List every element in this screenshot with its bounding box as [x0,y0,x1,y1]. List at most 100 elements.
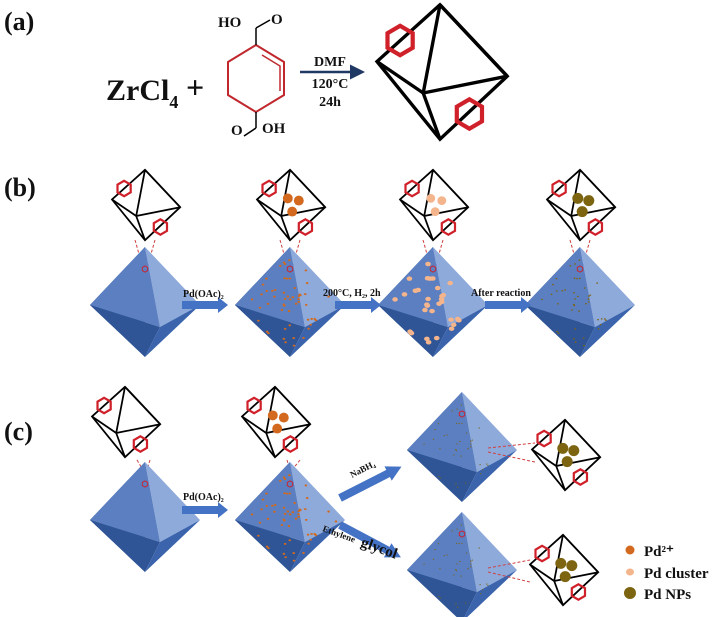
pd-species-dot [310,317,313,320]
pd-species-dot [293,286,297,290]
pd-species-dot [469,443,472,445]
pd-species-dot [334,520,338,523]
pd-species-dot [572,303,575,306]
pd-species-dot [261,283,265,286]
pd-species-dot [258,521,262,524]
pd-species-dot [467,568,469,570]
pd-species-dot [288,277,292,280]
pd-species-dot [258,306,262,309]
pd-species-dot [458,543,460,545]
pd-species-dot [561,290,564,292]
pd-species-dot [327,295,330,298]
pd-species-dot [486,463,488,465]
pd-species-dot [465,482,467,484]
pd-species-dot [574,298,576,300]
pd-species-dot [287,310,291,313]
pd-species-dot [429,308,435,314]
pd-species-dot [302,551,305,554]
mof-crystal-b2 [235,247,345,357]
pd-species-dot [574,263,576,265]
legend: Pd²⁺ Pd cluster Pd NPs [624,544,709,603]
pd-species-dot [287,525,291,528]
pd-species-dot [573,277,576,279]
pd-species-dot [265,289,269,292]
pd-species-dot [266,302,270,305]
legend-swatch-nps [624,587,636,599]
pd-species-dot [282,476,286,479]
pd-species-dot [279,264,282,267]
pd-species-dot [433,335,440,341]
pd-species-dot [278,412,289,423]
pd-species-dot [460,575,462,577]
pd-species-dot [450,322,457,328]
pd-species-dot [437,423,440,425]
pd-species-dot [282,261,286,264]
step-h2-reduction: 200°C, H₂, 2h [323,288,381,299]
pd-species-dot [304,518,308,521]
linker-oh: OH [262,121,286,137]
pd-species-dot [460,524,463,526]
pd-species-dot [597,328,600,330]
pd-species-dot [557,332,560,334]
pd-species-dot [425,261,431,267]
pd-species-dot [288,474,291,477]
pd-species-dot [453,574,455,576]
pd-species-dot [460,404,463,406]
pd-species-dot [282,291,286,294]
pd-species-dot [439,477,442,479]
pd-species-dot [280,523,284,527]
pd-species-dot [424,302,430,307]
pd-species-dot [443,555,446,557]
linker-ho: HO [218,15,241,31]
mof-framework-b4 [547,170,615,240]
pd-species-dot [576,295,579,298]
pd-species-dot [458,423,460,425]
mof-framework-nabh4 [532,420,600,490]
pd-species-dot [561,456,573,468]
pd-species-dot [454,316,461,322]
pd-species-dot [292,559,296,562]
pd-species-dot [306,318,310,321]
pd-species-dot [583,287,586,289]
pd-species-dot [456,443,458,445]
pd-species-dot [293,195,304,206]
pd-species-dot [282,193,293,204]
pd-species-dot [313,532,317,536]
pd-species-dot [446,434,448,436]
pd-species-dot [283,297,287,300]
pd-species-dot [569,265,572,267]
pd-species-dot [261,498,265,501]
pd-species-dot [284,341,287,344]
pd-species-dot [303,293,307,296]
label-nabh4: NaBH₄ [348,459,377,480]
pd-species-dot [297,515,301,518]
pd-species-dot [456,408,458,410]
pd-species-dot [432,558,435,560]
pd-species-dot [434,285,441,291]
pd-species-dot [283,327,287,330]
pd-species-dot [469,563,472,565]
pd-species-dot [307,542,310,545]
pd-species-dot [604,319,607,322]
arrow-b2 [335,297,381,313]
pd-species-dot [487,584,489,586]
zoom-connector [136,459,144,471]
panel-c-label: (c) [4,417,33,446]
pd-species-dot [401,292,408,297]
pd-species-dot [309,538,313,541]
pd-species-dot [279,479,282,482]
pd-species-dot [293,501,297,505]
pd-species-dot [307,327,310,330]
pd-species-dot [455,570,458,572]
pd-species-dot [479,584,481,586]
pd-species-dot [478,547,480,549]
zoom-connector [487,442,536,449]
pd-species-dot [292,337,296,340]
pd-species-dot [550,293,553,296]
pd-species-dot [407,329,413,334]
linker-o-top: O [271,12,283,28]
pd-species-dot [568,445,580,457]
pd-species-dot [459,440,461,443]
mof-crystal-b4 [525,247,635,357]
pd-species-dot [310,532,313,535]
